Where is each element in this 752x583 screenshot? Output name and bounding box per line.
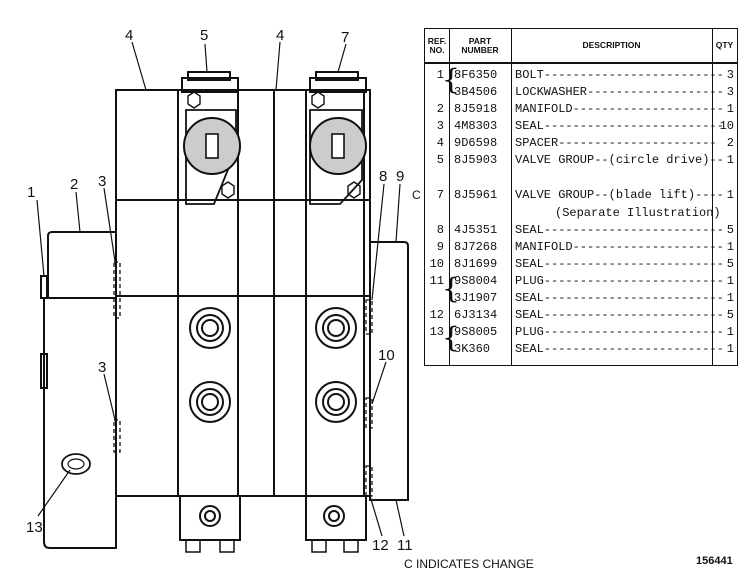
callout-13: 13 xyxy=(26,519,43,536)
callout-2: 2 xyxy=(70,176,78,193)
brace-group-1: { xyxy=(442,63,460,96)
header-part-number: PART NUMBER xyxy=(449,29,511,63)
callout-10: 10 xyxy=(378,347,395,364)
callout-5: 5 xyxy=(200,27,208,44)
change-legend: C INDICATES CHANGE xyxy=(404,557,534,571)
callout-4-left: 4 xyxy=(125,27,133,44)
callout-11: 11 xyxy=(397,537,413,554)
brace-group-11: { xyxy=(442,272,460,305)
right-manifold xyxy=(369,241,409,501)
header-ref-no: REF. NO. xyxy=(425,29,449,63)
change-mark: C xyxy=(412,188,421,202)
header-qty: QTY xyxy=(712,29,737,63)
callout-4-right: 4 xyxy=(276,27,284,44)
flange-circle-drive xyxy=(185,109,237,205)
callout-7: 7 xyxy=(341,29,349,46)
callout-12: 12 xyxy=(372,537,389,554)
callout-3-bottom: 3 xyxy=(98,359,106,376)
callout-1: 1 xyxy=(27,184,35,201)
valve-assembly-diagram: 1 2 3 4 5 4 7 8 9 3 10 13 12 11 xyxy=(26,27,413,554)
flange-blade-lift xyxy=(309,109,363,205)
plug-13 xyxy=(61,453,91,475)
callout-3-top: 3 xyxy=(98,173,106,190)
left-manifold xyxy=(47,231,117,299)
brace-group-13: { xyxy=(442,321,460,354)
drawing-number: 156441 xyxy=(696,555,733,567)
header-description: DESCRIPTION xyxy=(511,29,712,63)
callout-9: 9 xyxy=(396,168,404,185)
table-row: (Separate Illustration) xyxy=(555,206,721,220)
callout-8: 8 xyxy=(379,168,387,185)
